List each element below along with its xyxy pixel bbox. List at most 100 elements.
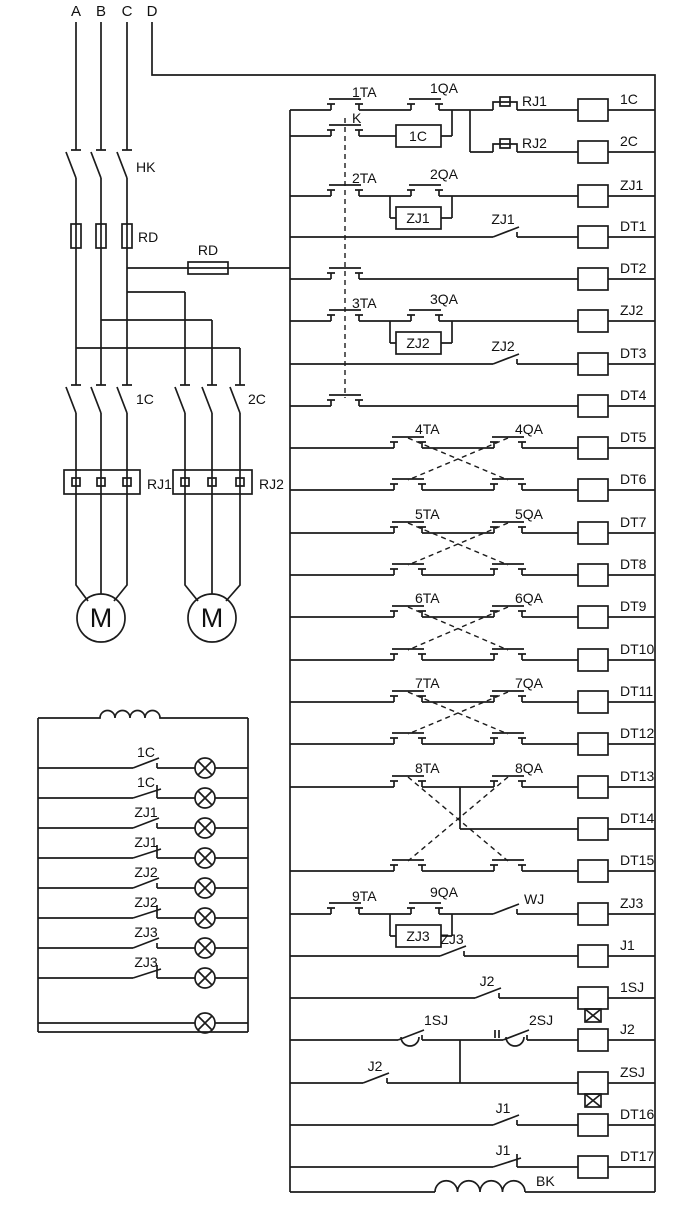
lamp-label-6: ZJ2 [134, 894, 158, 910]
indicator-lamp-4 [194, 847, 216, 869]
panel-wiring [37, 709, 249, 1033]
overload-heater-elements [71, 477, 245, 487]
coil-box-zj2 [577, 309, 609, 333]
contact-2qa [406, 184, 444, 197]
coil-box-dt9 [577, 605, 609, 629]
phase-d-label: D [147, 3, 158, 20]
lamp-label-8: ZJ3 [134, 954, 158, 970]
mechanical-linkage-dashes [344, 118, 509, 862]
label-j1-nc: J1 [496, 1142, 511, 1158]
coil-box-dt16 [577, 1113, 609, 1137]
motor-2-circle [187, 593, 237, 643]
switch-hk-label: HK [136, 159, 156, 175]
coil-box-zsj [577, 1071, 609, 1095]
label-3qa: 3QA [430, 291, 459, 307]
coil-box-dt6 [577, 478, 609, 502]
contact-8ta-linked [389, 859, 427, 872]
coil-label-dt17: DT17 [620, 1148, 654, 1164]
fuse-rd-b [95, 223, 107, 249]
fuse-rd-a [70, 223, 82, 249]
contact-2sj-delay [494, 1029, 530, 1047]
coil-label-dt11: DT11 [620, 683, 653, 699]
coil-box-dt5 [577, 436, 609, 460]
coil-box-dt1 [577, 225, 609, 249]
overload-rj2-box [172, 469, 253, 495]
coil-box-dt4 [577, 394, 609, 418]
contact-j2-no-a [474, 987, 502, 999]
indicator-lamp-9 [194, 1012, 216, 1034]
label-3ta: 3TA [352, 295, 377, 311]
fuse-rd-control-label: RD [198, 242, 218, 258]
label-j2-no-a: J2 [480, 973, 495, 989]
coil-label-dt7: DT7 [620, 514, 647, 530]
coil-box-dt14 [577, 817, 609, 841]
contact-6qa-linked [489, 648, 527, 661]
coil-box-dt15 [577, 859, 609, 883]
latch-box-1c [395, 124, 442, 148]
latch-box-1c-label: 1C [409, 128, 427, 144]
latch-box-zj3-label: ZJ3 [406, 928, 430, 944]
coil-label-dt1: DT1 [620, 218, 647, 234]
label-5ta: 5TA [415, 506, 440, 522]
label-9ta: 9TA [352, 888, 377, 904]
control-ladder: 1C ZJ1 ZJ2 ZJ3 1C 2C ZJ1 [289, 80, 655, 1193]
label-5qa: 5QA [515, 506, 544, 522]
coil-label-dt8: DT8 [620, 556, 647, 572]
coil-box-dt10 [577, 648, 609, 672]
label-4ta: 4TA [415, 421, 440, 437]
contact-5ta-linked [389, 563, 427, 576]
coil-label-dt12: DT12 [620, 725, 654, 741]
lamp-label-2: 1C [137, 774, 155, 790]
coil-label-zsj: ZSJ [620, 1064, 645, 1080]
label-rj1: RJ1 [522, 93, 547, 109]
contact-1ta [326, 98, 364, 111]
indicator-lamp-panel: 1C 1C ZJ1 ZJ1 ZJ2 ZJ2 ZJ3 ZJ3 [37, 709, 249, 1034]
coil-label-zj2: ZJ2 [620, 302, 644, 318]
latch-box-zj1-label: ZJ1 [406, 210, 430, 226]
indicator-lamp-5 [194, 877, 216, 899]
overload-rj2-label: RJ2 [259, 476, 284, 492]
latch-box-zj2-label: ZJ2 [406, 335, 430, 351]
contact-4ta-linked [389, 478, 427, 491]
brake-coil-symbol [434, 1179, 526, 1193]
contact-7ta-linked [389, 732, 427, 745]
coil-label-2c: 2C [620, 133, 638, 149]
coil-label-zj1: ZJ1 [620, 177, 644, 193]
label-8qa: 8QA [515, 760, 544, 776]
coil-box-zj3 [577, 902, 609, 926]
phase-b-label: B [96, 3, 106, 20]
coil-box-zj1 [577, 184, 609, 208]
contactor-1c-pole3 [116, 384, 133, 414]
coil-label-dt14: DT14 [620, 810, 654, 826]
label-6qa: 6QA [515, 590, 544, 606]
contact-7qa-linked [489, 732, 527, 745]
motor-1-circle [76, 593, 126, 643]
hk-pole-a [65, 149, 82, 179]
coil-box-dt8 [577, 563, 609, 587]
indicator-lamp-1 [194, 757, 216, 779]
contactor-2c-label: 2C [248, 391, 266, 407]
coil-box-2c [577, 140, 609, 164]
label-9qa: 9QA [430, 884, 459, 900]
power-circuit: A B C D HK RD RD 1C 2C RJ1 RJ2 M M [63, 3, 656, 1192]
coil-box-dt11 [577, 690, 609, 714]
hk-pole-c [116, 149, 133, 179]
latch-box-zj2 [395, 331, 442, 355]
label-2ta: 2TA [352, 170, 377, 186]
contact-3qa [406, 309, 444, 322]
contact-zj1-no [492, 226, 520, 238]
label-zj1-no: ZJ1 [491, 211, 515, 227]
coil-label-dt3: DT3 [620, 345, 647, 361]
coil-label-1sj: 1SJ [620, 979, 644, 995]
coil-label-dt6: DT6 [620, 471, 647, 487]
coil-label-dt15: DT15 [620, 852, 654, 868]
overload-rj1-box [63, 469, 141, 495]
timer-flag-1sj [584, 1008, 602, 1023]
latch-box-zj1 [395, 206, 442, 230]
label-zj2-no: ZJ2 [491, 338, 515, 354]
indicator-lamp-6 [194, 907, 216, 929]
contact-rj2-nc [492, 138, 518, 153]
label-2sj: 2SJ [529, 1012, 553, 1028]
